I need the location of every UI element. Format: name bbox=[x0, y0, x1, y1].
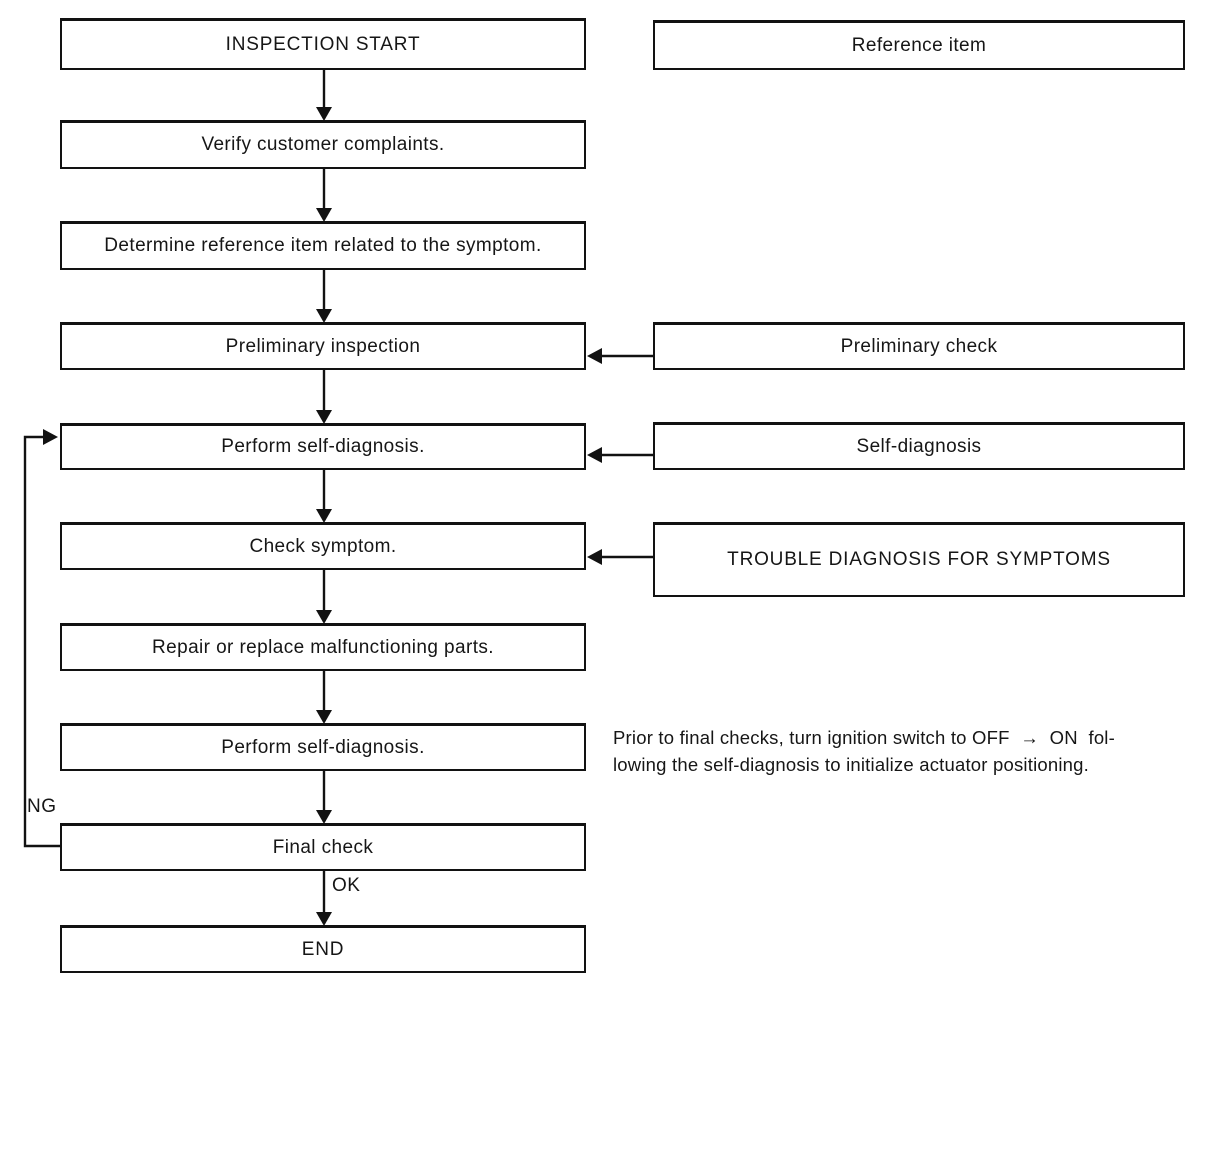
ng-label: NG bbox=[27, 796, 57, 817]
flow-box-check-symptom: Check symptom. bbox=[60, 522, 586, 570]
flow-box-label: Self-diagnosis bbox=[856, 435, 982, 457]
flow-box-label: Reference item bbox=[851, 34, 987, 56]
arrow-selfdiag1-to-checksymptom bbox=[316, 470, 332, 523]
arrow-preliminary-to-selfdiag1 bbox=[316, 370, 332, 424]
arrow-finalcheck-to-end bbox=[316, 871, 332, 926]
ignition-note-line1: Prior to final checks, turn ignition swi… bbox=[613, 727, 1115, 748]
flow-box-repair-replace: Repair or replace malfunctioning parts. bbox=[60, 623, 586, 671]
flow-box-label: Preliminary inspection bbox=[225, 335, 421, 357]
flow-box-label: Perform self-diagnosis. bbox=[221, 736, 425, 758]
arrow-selfdiag2-to-finalcheck bbox=[316, 771, 332, 824]
arrow-verify-to-determine bbox=[316, 169, 332, 222]
arrow-determine-to-preliminary bbox=[316, 270, 332, 323]
ignition-note-line2: lowing the self-diagnosis to initialize … bbox=[613, 754, 1089, 775]
arrow-repair-to-selfdiag2 bbox=[316, 671, 332, 724]
flow-box-label: END bbox=[301, 938, 345, 960]
flow-box-preliminary-inspection: Preliminary inspection bbox=[60, 322, 586, 370]
flow-box-perform-self-diagnosis-1: Perform self-diagnosis. bbox=[60, 423, 586, 470]
flow-box-label: Check symptom. bbox=[249, 535, 397, 557]
flow-box-determine-reference: Determine reference item related to the … bbox=[60, 221, 586, 270]
arrow-self-diagnosis-ref bbox=[587, 447, 653, 463]
flow-box-end: END bbox=[60, 925, 586, 973]
flow-box-label: Repair or replace malfunctioning parts. bbox=[152, 636, 494, 658]
flow-box-label: INSPECTION START bbox=[225, 33, 421, 55]
flow-box-preliminary-check: Preliminary check bbox=[653, 322, 1185, 370]
arrow-preliminary-check-ref bbox=[587, 348, 653, 364]
flow-box-perform-self-diagnosis-2: Perform self-diagnosis. bbox=[60, 723, 586, 771]
ignition-note: Prior to final checks, turn ignition swi… bbox=[613, 724, 1173, 778]
flow-box-verify-complaints: Verify customer complaints. bbox=[60, 120, 586, 169]
flow-box-label: Determine reference item related to the … bbox=[104, 235, 542, 256]
arrow-checksymptom-to-repair bbox=[316, 570, 332, 624]
flow-box-inspection-start: INSPECTION START bbox=[60, 18, 586, 70]
flow-box-label: Perform self-diagnosis. bbox=[221, 436, 425, 457]
flow-box-reference-item: Reference item bbox=[653, 20, 1185, 70]
flow-box-final-check: Final check bbox=[60, 823, 586, 871]
arrow-start-to-verify bbox=[316, 70, 332, 121]
flow-box-label: Preliminary check bbox=[840, 335, 998, 357]
ng-loop-line bbox=[23, 429, 60, 848]
flow-box-label: Verify customer complaints. bbox=[201, 134, 445, 155]
flow-box-self-diagnosis: Self-diagnosis bbox=[653, 422, 1185, 470]
flow-box-label: TROUBLE DIAGNOSIS FOR SYMPTOMS bbox=[727, 549, 1111, 570]
flow-box-label: Final check bbox=[272, 836, 374, 858]
ok-label: OK bbox=[332, 875, 361, 896]
flow-box-trouble-diagnosis: TROUBLE DIAGNOSIS FOR SYMPTOMS bbox=[653, 522, 1185, 597]
arrow-trouble-diagnosis-ref bbox=[587, 549, 653, 565]
